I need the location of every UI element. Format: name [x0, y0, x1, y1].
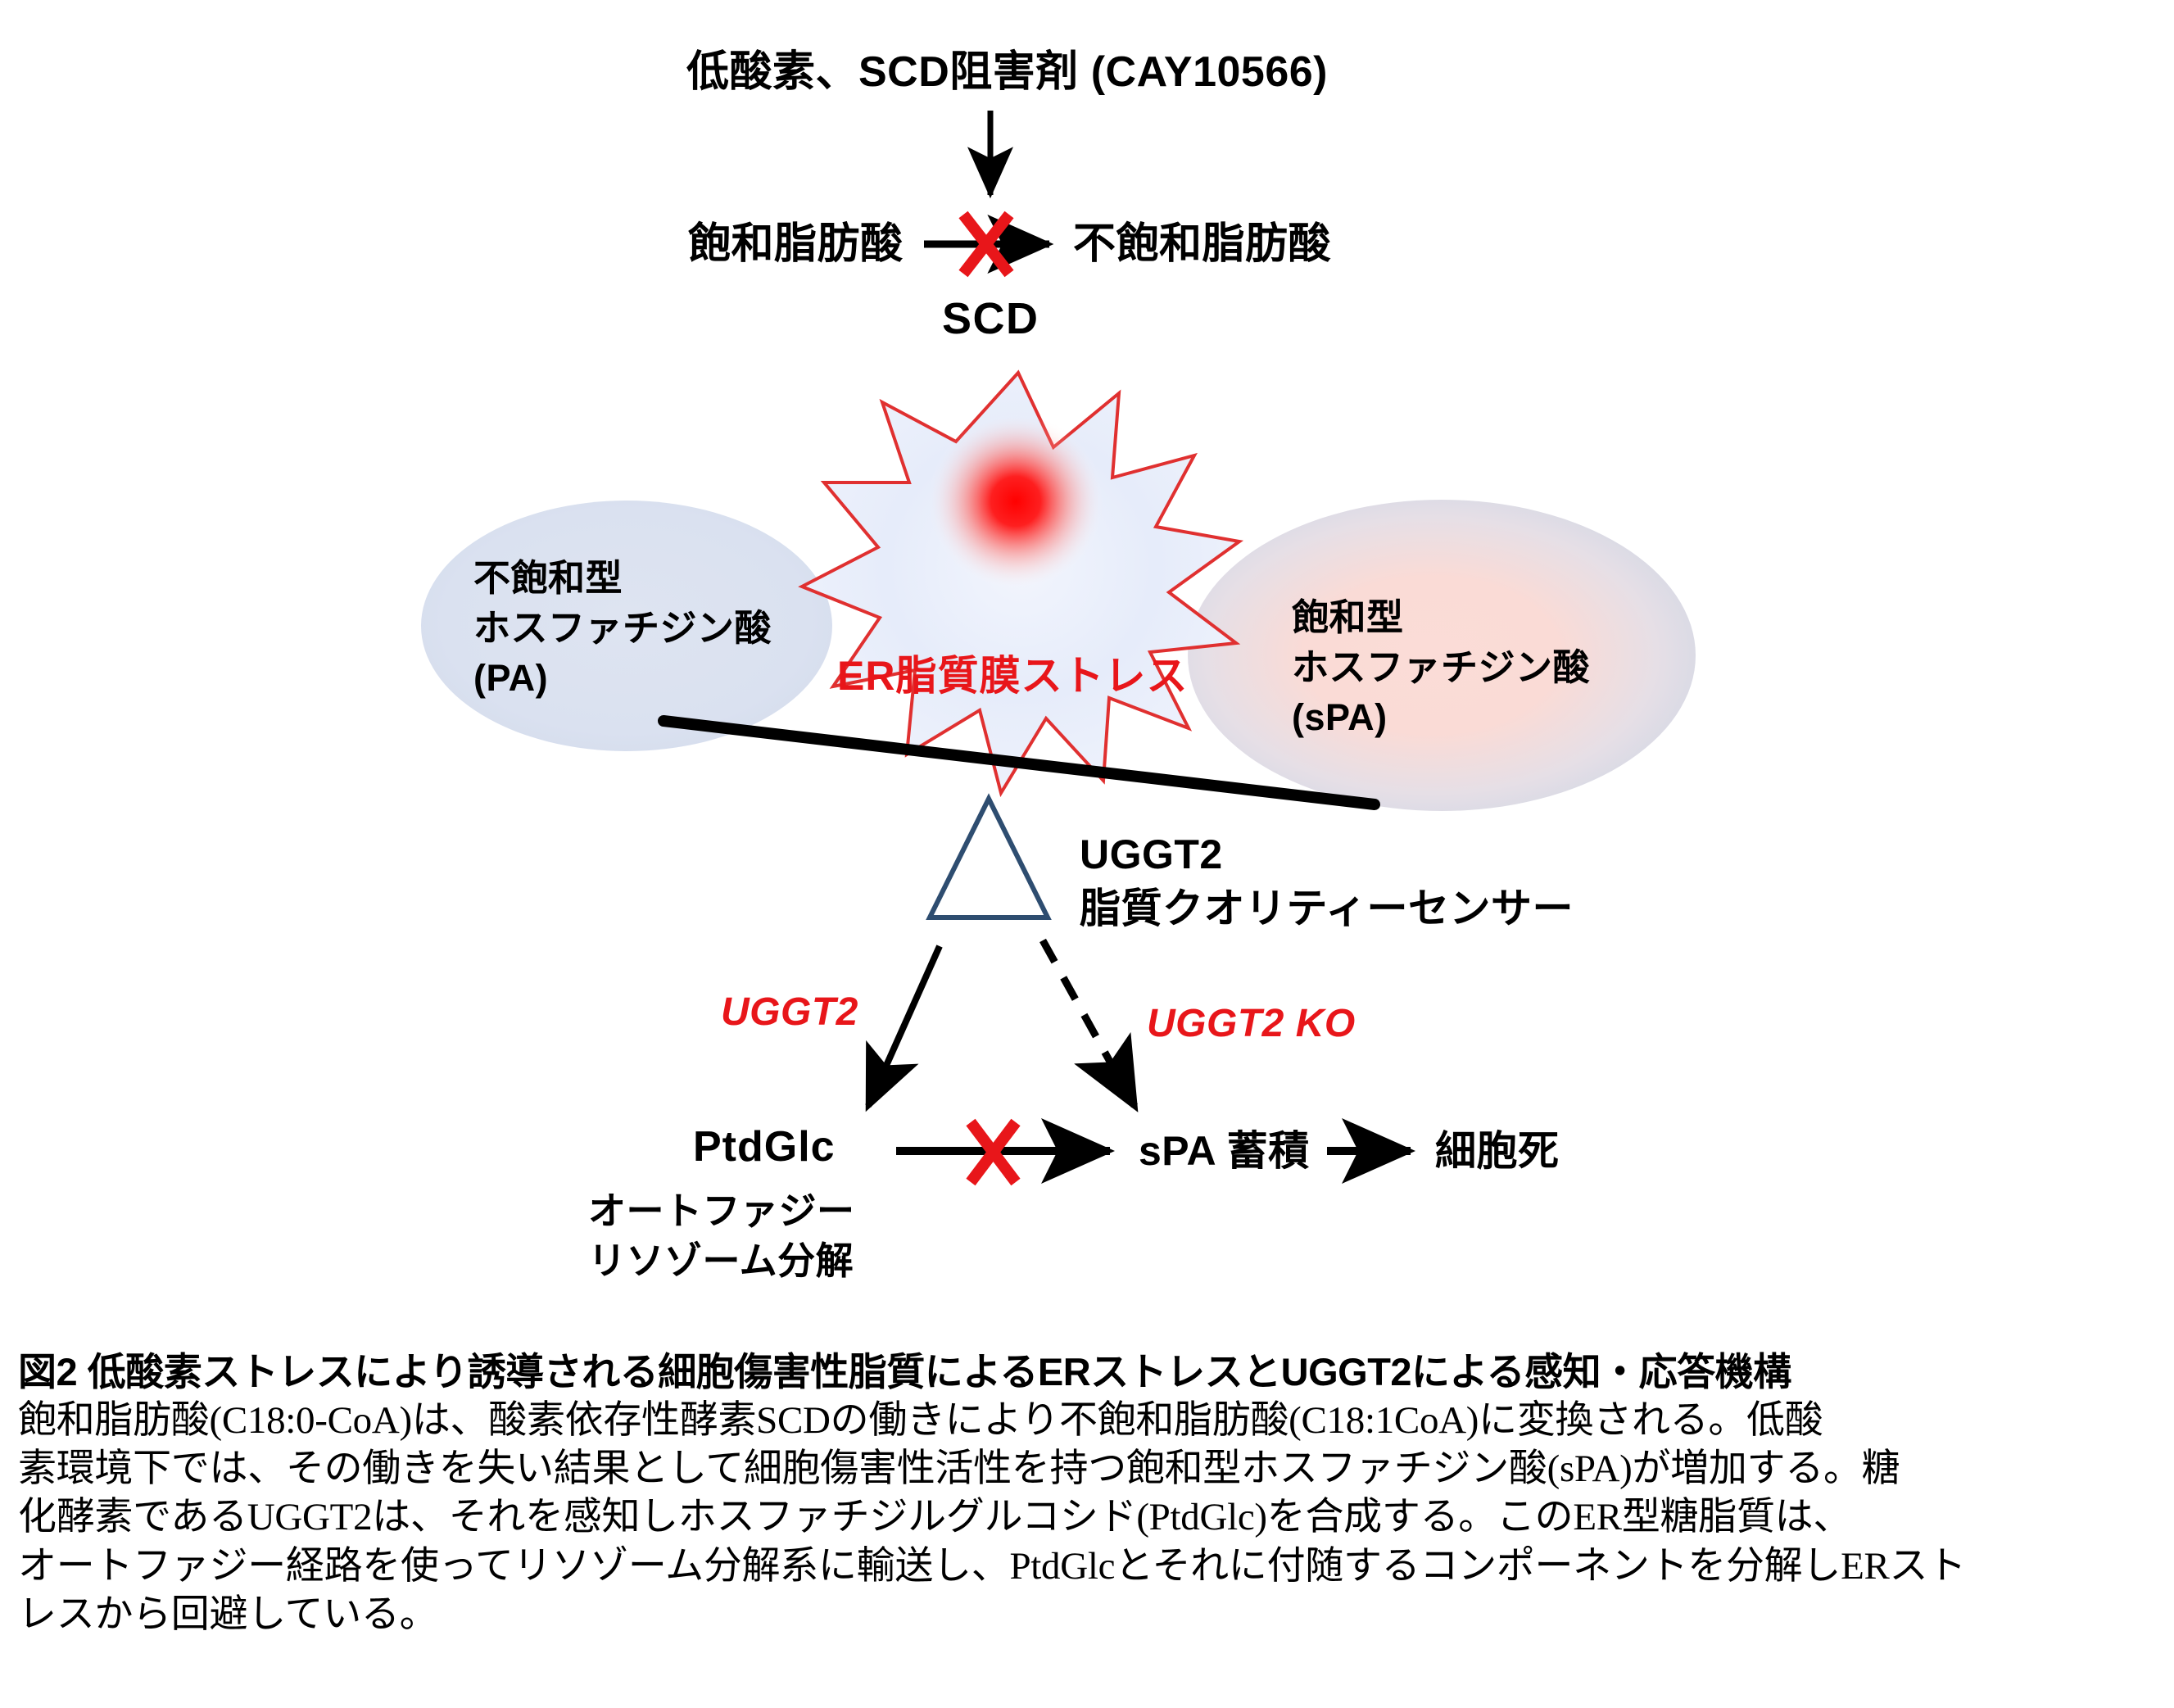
caption-line: オートファジー経路を使ってリソゾーム分解系に輸送し、PtdGlcとそれに付随する…	[18, 1544, 1966, 1588]
figure-caption: 図2 低酸素ストレスにより誘導される細胞傷害性脂質によるERストレスとUGGT2…	[18, 1350, 2164, 1639]
branch-arrow-dashed	[1039, 938, 1139, 1112]
ellipse-pa-label: 不飽和型 ホスファチジン酸 (PA)	[473, 557, 772, 699]
caption-line: 飽和脂肪酸(C18:0-CoA)は、酸素依存性酵素SCDの働きにより不飽和脂肪酸…	[18, 1399, 1823, 1443]
diagram-graphics	[421, 111, 1696, 1186]
scd-enzyme-label: SCD	[942, 294, 1039, 343]
uggt2-sensor-label: UGGT2 脂質クオリティーセンサー	[1080, 831, 1574, 931]
ellipse-spa	[1188, 500, 1696, 811]
caption-line: 素環境下では、その働きを失い結果として細胞傷害性活性を持つ飽和型ホスファチジン酸…	[18, 1447, 1900, 1491]
branch-label-uggt2-ko: UGGT2 KO	[1147, 1002, 1356, 1045]
caption-body: 飽和脂肪酸(C18:0-CoA)は、酸素依存性酵素SCDの働きにより不飽和脂肪酸…	[18, 1397, 2164, 1639]
pathway-diagram: 低酸素、SCD阻害剤 (CAY10566) 飽和脂肪酸 不飽和脂肪酸 SCD 不…	[421, 48, 1696, 1283]
stimulus-label: 低酸素、SCD阻害剤 (CAY10566)	[686, 48, 1328, 96]
autophagy-lysosome-label: オートファジー リソゾーム分解	[588, 1189, 855, 1283]
cell-death-label: 細胞死	[1435, 1128, 1560, 1174]
caption-line: 化酵素であるUGGT2は、それを感知しホスファチジルグルコシド(PtdGlc)を…	[18, 1496, 1852, 1539]
saturated-fatty-acid-label: 飽和脂肪酸	[688, 220, 904, 268]
spa-accumulation-label: sPA 蓄積	[1139, 1128, 1310, 1174]
branch-label-uggt2: UGGT2	[721, 990, 858, 1034]
ptdglc-label: PtdGlc	[693, 1123, 836, 1171]
fulcrum-triangle	[926, 793, 1052, 920]
branch-arrow-solid	[865, 945, 943, 1112]
block-x-top	[958, 211, 1014, 278]
caption-title: 図2 低酸素ストレスにより誘導される細胞傷害性脂質によるERストレスとUGGT2…	[18, 1350, 1791, 1393]
caption-line: レスから回避している。	[18, 1592, 438, 1636]
unsaturated-fatty-acid-label: 不飽和脂肪酸	[1073, 220, 1332, 268]
block-x-bottom	[966, 1118, 1021, 1186]
ellipse-spa-label: 飽和型 ホスファチジン酸 (sPA)	[1292, 596, 1591, 738]
ellipse-pa	[421, 501, 832, 751]
balance-beam	[658, 715, 1380, 810]
er-stress-label: ER脂質膜ストレス	[837, 653, 1189, 699]
er-stress-burst	[798, 369, 1244, 798]
